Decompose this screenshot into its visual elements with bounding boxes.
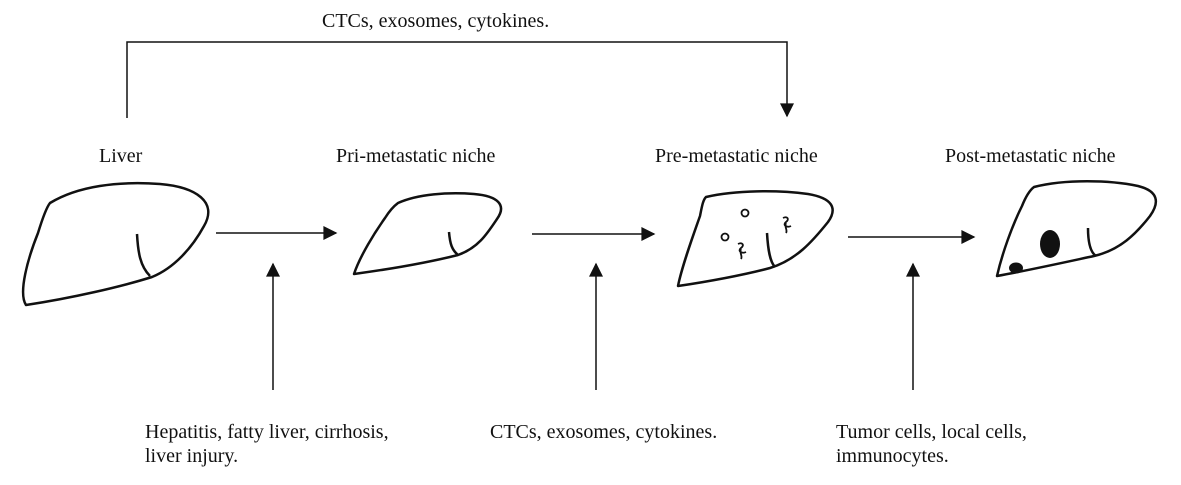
top-feedback-arrow [126,41,794,118]
liver-normal-shape [21,181,210,307]
factor-label-line: liver injury. [145,445,239,467]
liver-post-metastatic-shape [995,180,1158,278]
tumor-marks [1009,230,1060,274]
factor-label-circulating: CTCs, exosomes, cytokines. [490,420,717,444]
stage-label-pri-metastatic-niche: Pri-metastatic niche [336,145,496,167]
factor-label-line: Hepatitis, fatty liver, cirrhosis, [145,421,389,443]
stage-label-post-metastatic-niche: Post-metastatic niche [945,145,1116,167]
factor-label-liver-disease: Hepatitis, fatty liver, cirrhosis, liver… [145,420,389,468]
factor-label-line: Tumor cells, local cells, [836,421,1027,443]
liver-pre-metastatic-shape [676,190,834,288]
liver-pri-metastatic-shape [352,192,503,276]
stage-label-liver: Liver [99,145,143,167]
factor-label-cells: Tumor cells, local cells, immunocytes. [836,420,1027,468]
factor-label-line: CTCs, exosomes, cytokines. [490,421,718,443]
pre-niche-cell-marks [720,208,792,260]
factor-label-line: immunocytes. [836,445,949,467]
top-feedback-label: CTCs, exosomes, cytokines. [322,10,550,32]
stage-label-pre-metastatic-niche: Pre-metastatic niche [655,145,818,167]
